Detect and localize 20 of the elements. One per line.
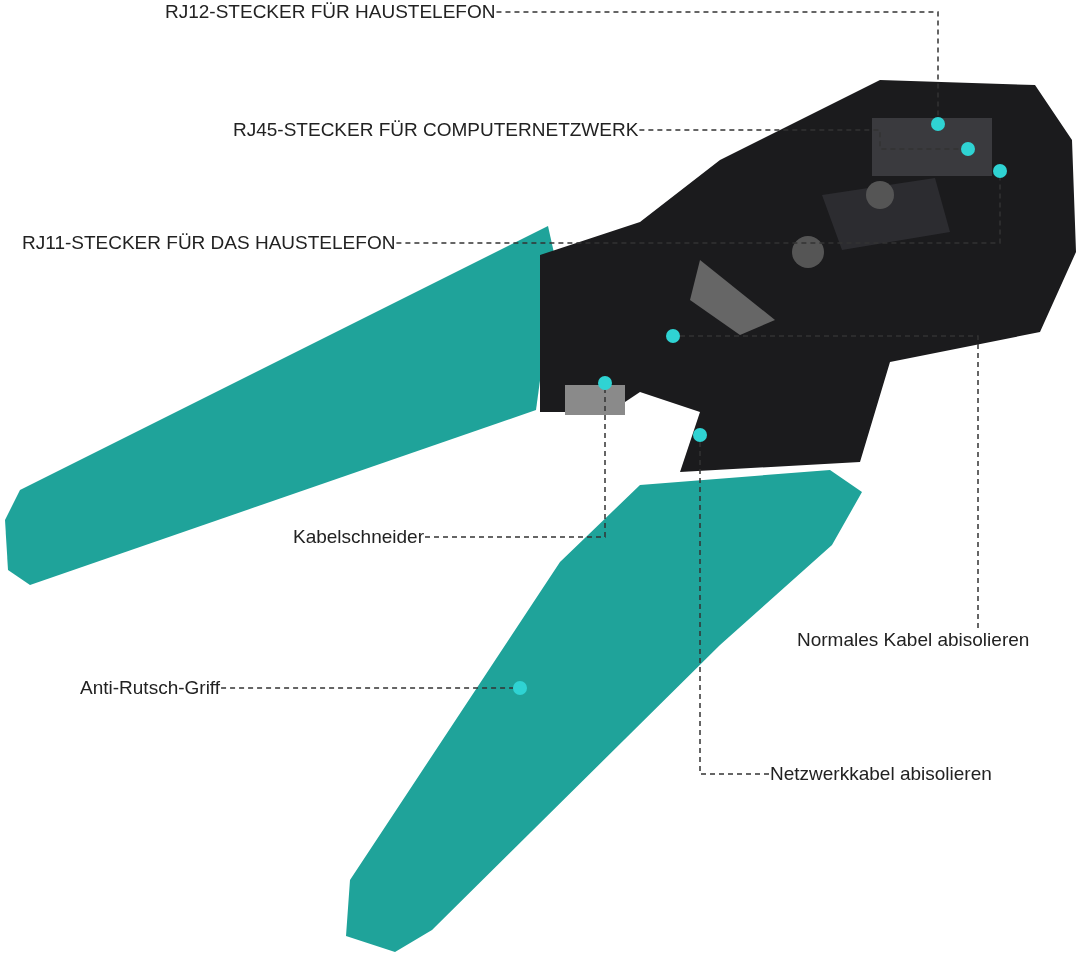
leader-line	[220, 687, 514, 689]
leader-line	[495, 11, 939, 118]
leader-line	[424, 389, 606, 538]
callout-label: Anti-Rutsch-Griff	[80, 677, 221, 699]
callout-label: Kabelschneider	[293, 526, 424, 548]
leader-line	[395, 177, 1001, 244]
marker-dot	[666, 329, 680, 343]
callout-label: RJ12-STECKER FÜR HAUSTELEFON	[165, 1, 496, 23]
marker-dot	[993, 164, 1007, 178]
marker-dot	[931, 117, 945, 131]
marker-dot	[598, 376, 612, 390]
marker-dot	[513, 681, 527, 695]
callout-label: RJ11-STECKER FÜR DAS HAUSTELEFON	[22, 232, 396, 254]
callout-label: RJ45-STECKER FÜR COMPUTERNETZWERK	[233, 119, 639, 141]
leader-line	[679, 335, 979, 629]
leader-line	[699, 441, 770, 775]
callout-label: Netzwerkkabel abisolieren	[770, 763, 992, 785]
marker-dot	[693, 428, 707, 442]
callout-label: Normales Kabel abisolieren	[797, 629, 1030, 651]
marker-dot	[961, 142, 975, 156]
